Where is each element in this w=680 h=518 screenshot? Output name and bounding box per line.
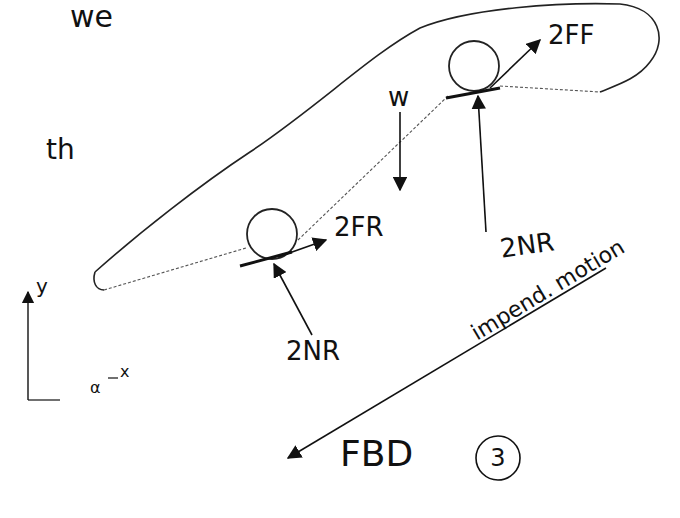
axis-label: y bbox=[36, 276, 48, 296]
rear-normal-arrow bbox=[274, 264, 312, 335]
car-body-end bbox=[94, 272, 104, 290]
front-friction-arrow bbox=[490, 40, 540, 88]
force-label: 2FF bbox=[548, 22, 594, 48]
weight-arrow bbox=[399, 112, 401, 190]
y-axis bbox=[27, 292, 28, 400]
fbd-label: FBD bbox=[340, 436, 413, 472]
car-body bbox=[95, 4, 659, 272]
force-label: 2NR bbox=[498, 228, 555, 261]
x-dash bbox=[108, 377, 118, 378]
angle-label: α bbox=[90, 380, 101, 396]
force-label: 2FR bbox=[334, 214, 384, 240]
callout-number: 3 bbox=[490, 446, 505, 470]
axis-base bbox=[28, 399, 60, 400]
chassis-line bbox=[104, 86, 600, 290]
contact-patch bbox=[446, 88, 500, 98]
weight-label: w bbox=[388, 84, 409, 110]
axis-label: x bbox=[120, 364, 129, 380]
force-label: 2NR bbox=[286, 338, 340, 364]
number-circle bbox=[476, 436, 520, 480]
rear-friction-arrow bbox=[278, 240, 326, 257]
partial-note: we bbox=[70, 2, 113, 32]
front-normal-arrow bbox=[478, 96, 486, 232]
front-wheel bbox=[449, 41, 499, 91]
partial-note: th bbox=[46, 136, 75, 164]
